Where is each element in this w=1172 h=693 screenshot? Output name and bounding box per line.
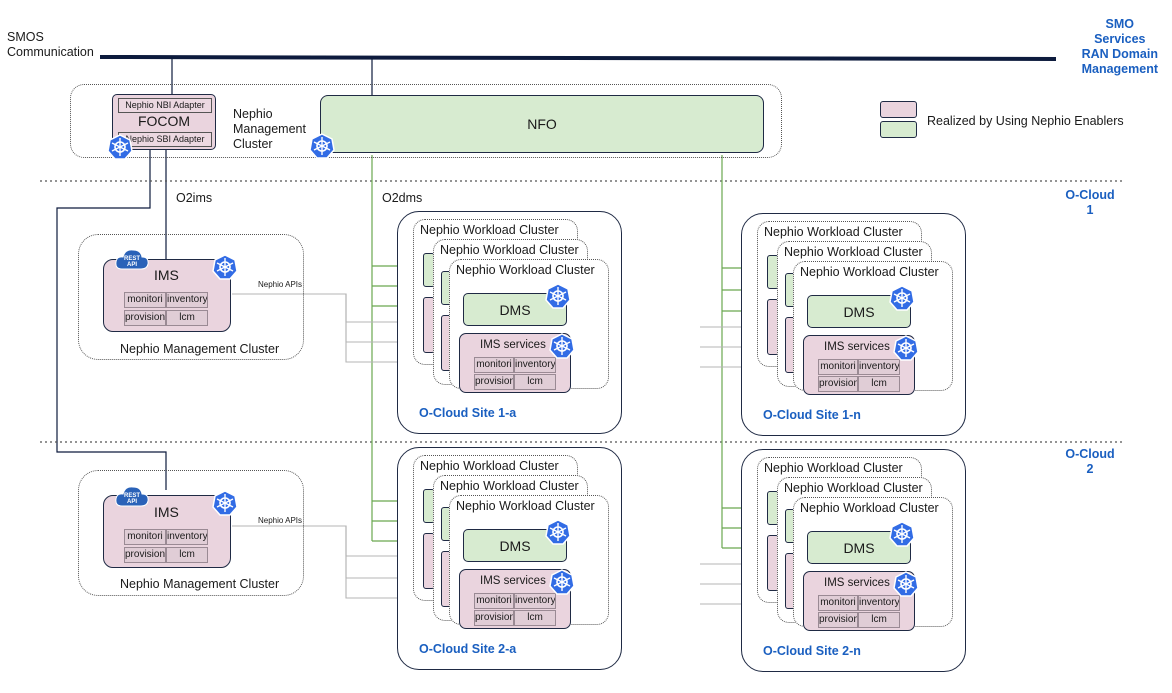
dms-label: DMS [499, 538, 531, 554]
nbi-adapter: Nephio NBI Adapter [118, 98, 212, 113]
smos-bus-line [99, 55, 1057, 61]
kubernetes-icon [545, 283, 571, 309]
workload-cluster-label: Nephio Workload Cluster [764, 225, 903, 239]
monitori-cell: monitori [818, 359, 858, 375]
inventory-cell: inventory [166, 529, 208, 545]
nephio-apis-label: Nephio APIs [258, 280, 303, 289]
provision-cell: provision [818, 376, 858, 392]
workload-cluster-label: Nephio Workload Cluster [420, 459, 559, 473]
ims-services-label: IMS services [480, 339, 546, 351]
nephio-management-cluster-box [70, 84, 782, 158]
provision-cell: provision [818, 612, 858, 628]
kubernetes-icon [889, 285, 915, 311]
lcm-cell: lcm [514, 374, 556, 390]
provision-cell: provision [474, 610, 514, 626]
o2ims-label: O2ims [176, 191, 213, 205]
dms-box: DMS [807, 531, 911, 564]
management-cluster-label: Nephio Management Cluster [233, 107, 306, 151]
kubernetes-icon [889, 521, 915, 547]
ims-label: IMS [154, 504, 179, 520]
dms-label: DMS [843, 540, 875, 556]
nfo-box: NFO [320, 95, 764, 153]
kubernetes-icon [549, 569, 575, 595]
ims-services-label: IMS services [824, 577, 890, 589]
dms-box: DMS [463, 529, 567, 562]
ims-box: IMS monitori inventory provision lcm [103, 259, 231, 332]
ims-management-cluster [78, 234, 304, 360]
dms-label: DMS [843, 304, 875, 320]
kubernetes-icon [212, 490, 238, 516]
site-name: O-Cloud Site 2-n [763, 644, 861, 658]
inventory-cell: inventory [858, 595, 900, 611]
monitori-cell: monitori [474, 593, 514, 609]
ims-services-label: IMS services [480, 575, 546, 587]
lcm-cell: lcm [166, 310, 208, 326]
site-name: O-Cloud Site 2-a [419, 642, 517, 656]
monitori-cell: monitori [474, 357, 514, 373]
provision-cell: provision [124, 310, 166, 326]
ims-services-label: IMS services [824, 341, 890, 353]
workload-cluster-label: Nephio Workload Cluster [784, 481, 923, 495]
kubernetes-icon [893, 335, 919, 361]
workload-cluster-label: Nephio Workload Cluster [800, 265, 939, 279]
ocloud-1-label: O-Cloud 1 [1065, 188, 1115, 217]
ims-label: IMS [154, 267, 179, 283]
nfo-label: NFO [527, 116, 557, 132]
lcm-cell: lcm [858, 376, 900, 392]
ims-management-cluster [78, 470, 304, 596]
workload-cluster-label: Nephio Workload Cluster [784, 245, 923, 259]
monitori-cell: monitori [818, 595, 858, 611]
inventory-cell: inventory [858, 359, 900, 375]
svg-text:API: API [127, 499, 137, 505]
workload-cluster-label: Nephio Workload Cluster [800, 501, 939, 515]
monitori-cell: monitori [124, 292, 166, 308]
focom-label: FOCOM [137, 113, 191, 129]
workload-cluster-label: Nephio Workload Cluster [420, 223, 559, 237]
nephio-apis-label: Nephio APIs [258, 516, 303, 525]
ims-cluster-label: Nephio Management Cluster [120, 577, 280, 591]
workload-cluster-label: Nephio Workload Cluster [456, 263, 595, 277]
inventory-cell: inventory [166, 292, 208, 308]
workload-cluster-label: Nephio Workload Cluster [440, 479, 579, 493]
workload-cluster-label: Nephio Workload Cluster [440, 243, 579, 257]
ims-box: IMS monitori inventory provision lcm [103, 495, 231, 568]
inventory-cell: inventory [514, 357, 556, 373]
lcm-cell: lcm [166, 547, 208, 563]
dms-label: DMS [499, 302, 531, 318]
kubernetes-icon [545, 519, 571, 545]
smo-services-label: SMO Services RAN Domain Management [1081, 17, 1158, 76]
provision-cell: provision [124, 547, 166, 563]
lcm-cell: lcm [858, 612, 900, 628]
lcm-cell: lcm [514, 610, 556, 626]
site-name: O-Cloud Site 1-n [763, 408, 861, 422]
kubernetes-icon [107, 134, 133, 160]
ocloud-2-label: O-Cloud 2 [1065, 447, 1115, 476]
o2dms-label: O2dms [382, 191, 423, 205]
monitori-cell: monitori [124, 529, 166, 545]
legend-label: Realized by Using Nephio Enablers [927, 114, 1124, 128]
svg-text:API: API [127, 262, 137, 268]
legend-green-swatch [880, 121, 917, 138]
kubernetes-icon [893, 571, 919, 597]
dms-box: DMS [807, 295, 911, 328]
workload-cluster-label: Nephio Workload Cluster [764, 461, 903, 475]
site-name: O-Cloud Site 1-a [419, 406, 517, 420]
smos-communication-label: SMOS Communication [7, 30, 94, 59]
provision-cell: provision [474, 374, 514, 390]
svg-text:REST: REST [124, 493, 140, 499]
svg-text:REST: REST [124, 256, 140, 262]
workload-cluster-label: Nephio Workload Cluster [456, 499, 595, 513]
inventory-cell: inventory [514, 593, 556, 609]
ims-cluster-label: Nephio Management Cluster [120, 342, 280, 356]
kubernetes-icon [309, 133, 335, 159]
focom-box: Nephio NBI Adapter FOCOM Nephio SBI Adap… [112, 94, 216, 150]
legend-pink-swatch [880, 101, 917, 118]
kubernetes-icon [212, 254, 238, 280]
kubernetes-icon [549, 333, 575, 359]
